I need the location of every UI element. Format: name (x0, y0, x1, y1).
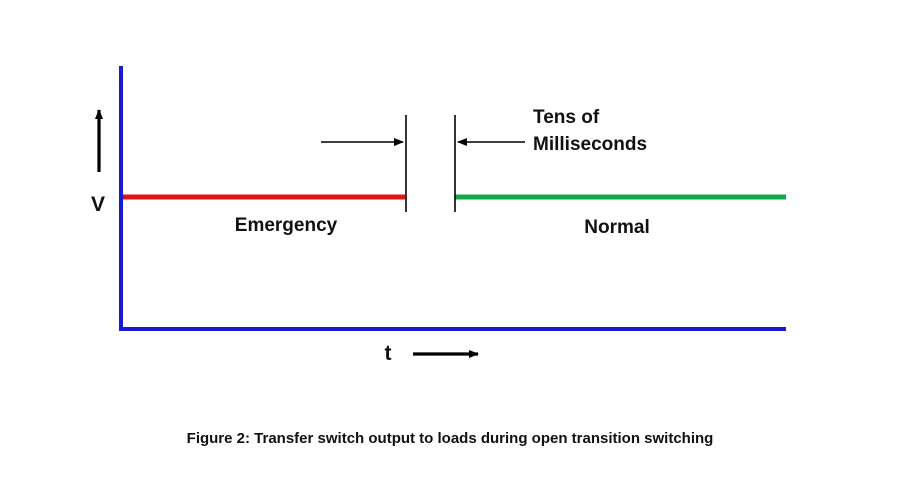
y-axis-label: V (91, 193, 105, 216)
gap-label-line1: Tens of (533, 107, 600, 128)
gap-label-line2: Milliseconds (533, 134, 647, 155)
normal-label: Normal (584, 217, 649, 238)
figure-caption: Figure 2: Transfer switch output to load… (187, 430, 714, 447)
x-axis-label: t (385, 342, 392, 365)
emergency-label: Emergency (235, 215, 338, 236)
